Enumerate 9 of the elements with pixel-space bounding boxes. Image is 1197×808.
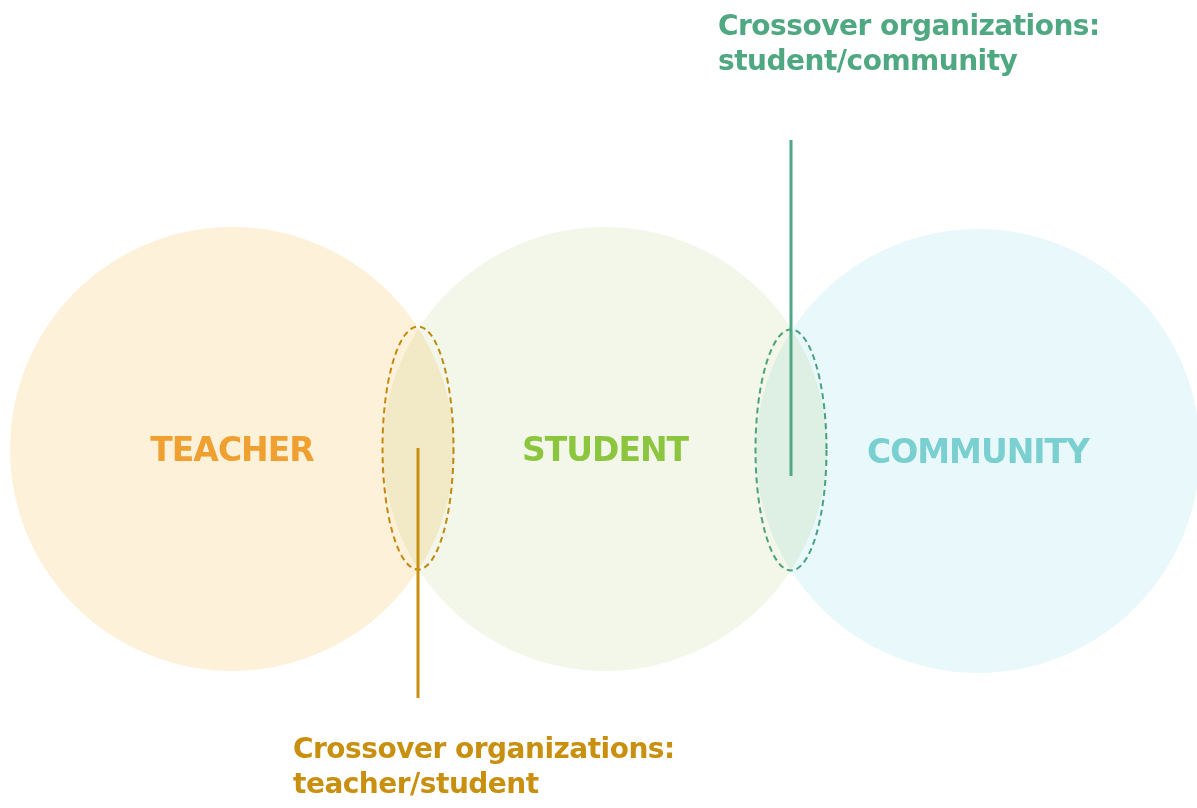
category-label: COMMUNITY <box>865 431 1091 471</box>
leader-line <box>416 448 420 698</box>
callout-text: Crossover organizations: student/community <box>718 8 1158 78</box>
overlap-region <box>381 325 455 571</box>
category-label: STUDENT <box>520 429 690 469</box>
callout-text: Crossover organizations: teacher/student <box>293 731 773 801</box>
category-label: TEACHER <box>149 429 315 469</box>
overlap-region <box>754 328 828 572</box>
leader-line <box>789 140 793 476</box>
